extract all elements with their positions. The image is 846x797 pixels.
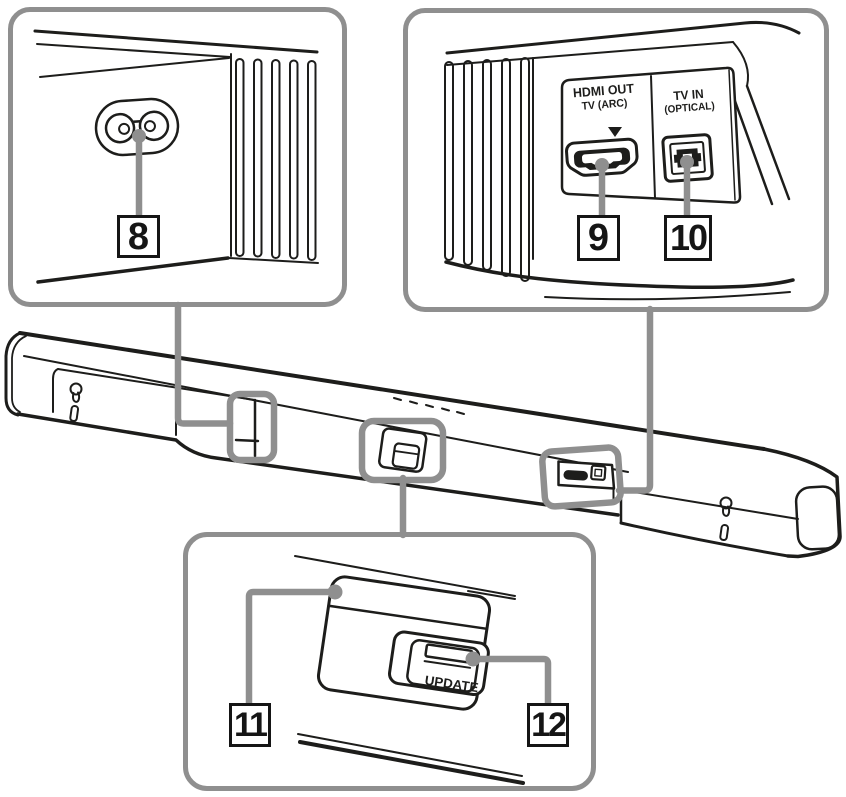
ports-closeup	[444, 21, 801, 301]
hdmi-out-label: HDMI OUT TV (ARC)	[566, 81, 642, 114]
inset-panel-usb-update	[183, 532, 596, 791]
usb-update-closeup: UPDATE	[294, 555, 525, 785]
callout-box-12: 12	[527, 703, 569, 747]
callout-box-11: 11	[229, 703, 271, 747]
vent-grille-icon	[235, 58, 317, 261]
mount-slot-icon	[719, 524, 730, 542]
touch-button-marks	[393, 397, 465, 415]
tv-in-optical-label: TV IN (OPTICAL)	[658, 86, 721, 117]
power-inlet-icon	[94, 97, 180, 157]
keyhole-icon	[719, 496, 733, 517]
callout-box-10: 10	[664, 215, 712, 261]
ac-inlet-closeup	[33, 29, 319, 284]
callout-dots	[132, 129, 694, 667]
callout-box-9: 9	[577, 215, 620, 261]
highlight-ac-recess	[226, 390, 278, 464]
hdmi-slot-icon	[563, 470, 588, 481]
mount-slot-icon	[69, 405, 80, 423]
connector-line-12	[469, 655, 552, 708]
connector-line-9-10	[615, 305, 654, 494]
optical-slot-icon	[590, 464, 607, 481]
down-arrow-icon	[608, 127, 622, 137]
inset-panel-hdmi-optical	[403, 8, 829, 312]
usb-door-icon	[378, 427, 428, 473]
connector-line-11	[245, 588, 339, 708]
vent-grille-icon	[444, 57, 530, 282]
highlight-ports-recess	[539, 444, 624, 510]
hdmi-port-icon	[565, 137, 639, 177]
rear-ports-recess	[557, 460, 616, 500]
callout-box-8: 8	[117, 215, 160, 258]
highlight-usb-door	[358, 417, 447, 484]
keyhole-icon	[69, 382, 83, 403]
soundbar-illustration	[4, 331, 842, 559]
connector-line-8	[174, 301, 234, 427]
callout-connectors	[132, 129, 694, 708]
